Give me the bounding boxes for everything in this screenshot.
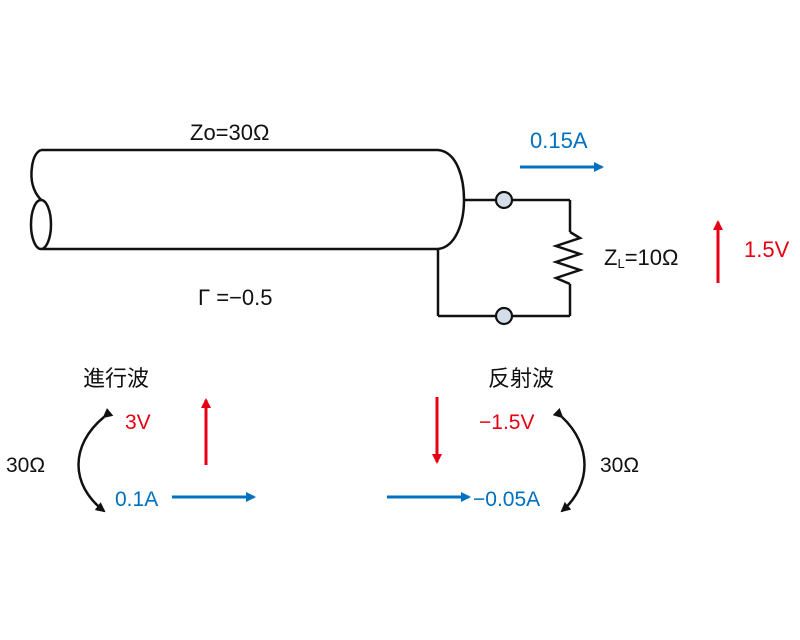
cable-left-break-upper: [30, 148, 43, 201]
reflected-wave-title: 反射波: [488, 367, 555, 392]
load-circuit: [436, 198, 584, 318]
reflected-current-label: −0.05A: [473, 488, 541, 511]
incident-wave-title: 進行波: [83, 367, 150, 392]
cable-left-end-ellipse: [29, 198, 53, 251]
incident-impedance-arc: [77, 408, 114, 513]
load-current-label: 0.15A: [530, 128, 588, 153]
resistor-zigzag: [552, 230, 584, 286]
transmission-line: [29, 148, 466, 251]
terminal-top: [494, 190, 514, 210]
incident-current-label: 0.1A: [115, 488, 159, 511]
reflected-impedance-arc: [552, 407, 586, 513]
cable-right-end: [437, 148, 466, 251]
load-impedance-label: ZL=10Ω: [604, 245, 679, 271]
load-impedance-subscript: L: [617, 256, 625, 271]
load-impedance-value: =10Ω: [624, 245, 679, 270]
incident-impedance-label: 30Ω: [6, 454, 46, 477]
load-impedance-prefix: Z: [604, 245, 618, 270]
reflection-coefficient-label: Γ =−0.5: [198, 285, 273, 310]
reflected-voltage-label: −1.5V: [479, 411, 535, 434]
incident-voltage-label: 3V: [125, 411, 151, 434]
line-impedance-label: Zo=30Ω: [190, 120, 270, 145]
load-voltage-label: 1.5V: [744, 237, 790, 262]
terminal-bottom: [494, 306, 514, 326]
reflected-impedance-label: 30Ω: [600, 454, 640, 477]
